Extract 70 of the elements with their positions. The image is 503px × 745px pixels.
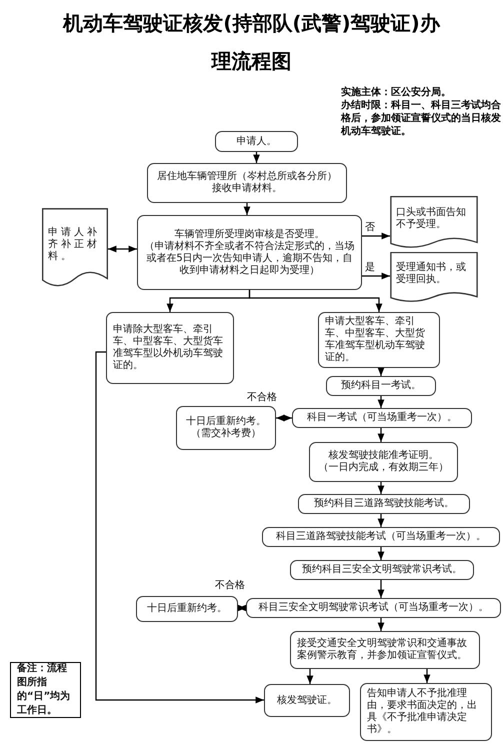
process-box — [246, 598, 501, 618]
process-box — [137, 215, 362, 290]
document-shape — [390, 196, 478, 250]
arrow — [362, 232, 390, 240]
arrow — [378, 482, 384, 494]
arrow — [362, 272, 390, 280]
node-text: 科目三安全文明驾驶常识考试（可当场重考一次）。 — [258, 602, 490, 614]
edge-label: 不合格 — [246, 392, 278, 404]
arrow — [276, 414, 292, 422]
node-text: （申请材料不齐全或者不符合法定形式的，当场或者在5日内一次告知申请人，逾期不告知，自收到申请材料之日起即为受理） — [144, 240, 355, 276]
arrow — [378, 514, 384, 527]
arrow — [378, 580, 384, 598]
arrow — [424, 669, 430, 683]
node-text: 预约科目三安全文明驾驶常识考试。 — [301, 564, 463, 576]
arrow — [378, 396, 384, 408]
arrow — [95, 351, 264, 704]
process-box — [290, 631, 480, 669]
node-text: 申请除大型客车、牵引车、中型客车、大型货车准驾车型以外机动车驾驶证的。 — [113, 324, 224, 372]
node-text: 车辆管理所受理岗审核是否受理。 — [174, 228, 326, 240]
arrow — [244, 203, 250, 215]
edge-label: 不合格 — [214, 580, 246, 592]
node-text: 预约科目一考试。 — [340, 380, 422, 392]
arrow — [378, 368, 384, 376]
info-text: 办结时限：科目一、科目三考试均合格后，参加领证宣誓仪式的当日核发机动车驾驶证。 — [341, 99, 501, 138]
node-text: 备注：流程图所指的“日”均为工作日。 — [17, 662, 72, 718]
node-text: 核发驾驶证。 — [276, 694, 338, 706]
node-text: 申请人补齐补正材料。 — [48, 226, 101, 262]
note-box — [10, 662, 81, 718]
node-text: 受理通知书，或受理回执。 — [396, 262, 467, 286]
process-box — [309, 442, 458, 482]
process-box — [215, 131, 298, 152]
node-text: 科目一考试（可当场重考一次）。 — [306, 412, 458, 424]
process-box — [318, 312, 440, 368]
process-box — [136, 596, 238, 622]
node-text: 接受交通安全文明驾驶常识和交通事故案例警示教育，并参加领证宣誓仪式。 — [297, 638, 468, 662]
arrow — [248, 290, 382, 312]
arrow — [238, 604, 246, 612]
document-shape — [390, 252, 478, 304]
node-text: 核发驾驶技能准考证明。 — [328, 450, 440, 462]
process-box — [298, 494, 470, 514]
process-box — [292, 408, 472, 428]
title: 机动车驾驶证核发(持部队(武警)驾驶证)办理流程图 — [62, 10, 442, 75]
edge-label: 是 — [364, 262, 376, 274]
process-box — [326, 376, 436, 396]
edge-label: 否 — [364, 222, 376, 234]
node-text: 申请人。 — [236, 136, 278, 148]
node-text: 告知申请人不予批准理由，要求书面决定的，出具《不予批准申请决定书》。 — [367, 688, 478, 736]
node-text: 科目三道路驾驶技能考试（可当场重考一次）。 — [275, 531, 487, 543]
process-box — [264, 684, 350, 717]
node-text: 居住地车辆管理所（岑村总所或各分所）接收申请材料。 — [156, 171, 338, 195]
arrow — [253, 152, 260, 163]
process-box — [106, 312, 234, 384]
arrow — [378, 618, 384, 631]
process-box — [176, 406, 276, 450]
process-box — [360, 683, 492, 741]
node-text: （一日内完成，有效期三年） — [318, 462, 450, 474]
node-text: 口头或书面告知不予受理。 — [396, 206, 467, 230]
node-text: （需交补考费） — [190, 428, 262, 440]
arrow — [378, 428, 384, 442]
process-box — [262, 527, 500, 547]
process-box — [290, 560, 474, 580]
arrow — [306, 669, 314, 684]
arrow — [378, 547, 384, 560]
arrow — [108, 246, 137, 252]
node-text: 十日后重新约考。 — [146, 603, 228, 615]
process-box — [147, 163, 347, 203]
node-text: 十日后重新约考。 — [185, 416, 267, 428]
node-text: 申请大型客车、牵引车、中型客车、大型货车准驾车型机动车驾驶证的。 — [325, 316, 426, 364]
node-text: 预约科目三道路驾驶技能考试。 — [313, 498, 455, 510]
info-text: 实施主体：区公安分局。 — [341, 86, 452, 99]
